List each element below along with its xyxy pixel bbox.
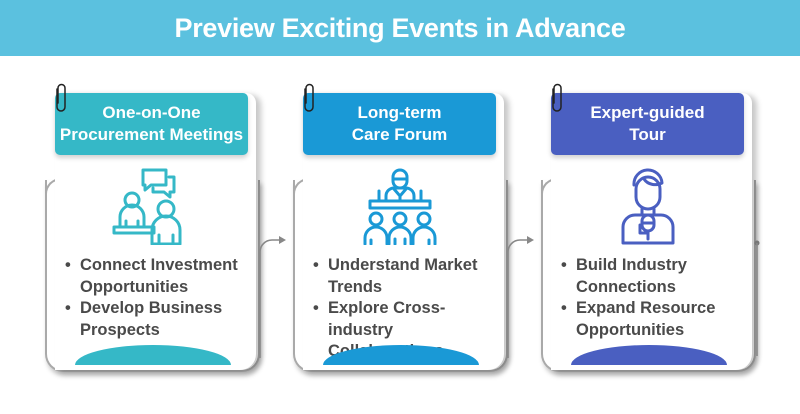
title-banner: Preview Exciting Events in Advance bbox=[0, 0, 800, 56]
event-card-forum: Long-term Care Forum Understand Market T… bbox=[293, 83, 508, 373]
card-title-line1: Expert-guided bbox=[590, 103, 705, 122]
arrow-right-icon bbox=[507, 236, 534, 358]
card-header: Long-term Care Forum bbox=[303, 93, 496, 155]
card-title-line2: Tour bbox=[629, 125, 666, 144]
event-card-procurement: One-on-One Procurement Meetings Connect … bbox=[45, 83, 260, 373]
card-header: One-on-One Procurement Meetings bbox=[55, 93, 248, 155]
bullet-item: Understand Market Trends bbox=[311, 255, 506, 298]
card-accent-dome bbox=[323, 345, 479, 365]
bullet-list: Understand Market Trends Explore Cross-i… bbox=[311, 255, 506, 363]
card-title-line2: Procurement Meetings bbox=[59, 125, 244, 144]
paperclip-icon bbox=[304, 83, 314, 112]
meeting-chat-icon bbox=[55, 167, 248, 247]
card-title-line1: One-on-One bbox=[102, 103, 201, 122]
paperclip-icon bbox=[552, 83, 562, 112]
card-title-line1: Long-term bbox=[357, 103, 442, 122]
forum-podium-icon bbox=[303, 167, 496, 247]
card-accent-dome bbox=[75, 345, 231, 365]
arrow-right-icon bbox=[259, 236, 286, 358]
event-card-tour: Expert-guided Tour Build Industry Connec… bbox=[541, 83, 756, 373]
paperclip-icon bbox=[56, 83, 66, 112]
card-title-line2: Care Forum bbox=[351, 125, 448, 144]
bullet-list: Build Industry Connections Expand Resour… bbox=[559, 255, 754, 341]
bullet-item: Build Industry Connections bbox=[559, 255, 754, 298]
connector-end-dot bbox=[754, 240, 760, 356]
bullet-item: Connect Investment Opportunities bbox=[63, 255, 258, 298]
bullet-item: Expand Resource Opportunities bbox=[559, 298, 754, 341]
bullet-list: Connect Investment Opportunities Develop… bbox=[63, 255, 258, 341]
speaker-microphone-icon bbox=[551, 167, 744, 247]
card-accent-dome bbox=[571, 345, 727, 365]
page-title: Preview Exciting Events in Advance bbox=[174, 12, 626, 43]
card-header: Expert-guided Tour bbox=[551, 93, 744, 155]
bullet-item: Develop Business Prospects bbox=[63, 298, 258, 341]
